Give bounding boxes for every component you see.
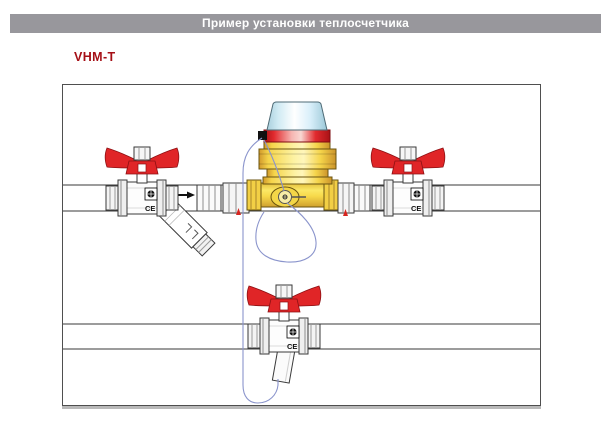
heat-meter xyxy=(246,101,339,211)
meter-base-ring xyxy=(262,176,333,185)
installation-diagram: CE xyxy=(63,101,540,404)
seal-mark-left xyxy=(236,208,241,215)
sensor-cable xyxy=(242,137,317,404)
ball-valve-supply-inlet xyxy=(104,146,180,217)
meter-register-dome xyxy=(266,101,328,131)
strainer-cap xyxy=(192,233,216,257)
ball-valve-supply-outlet xyxy=(370,146,446,217)
temperature-sensor-port xyxy=(270,186,306,208)
model-title: VHM-T xyxy=(74,50,116,64)
union-fitting-right xyxy=(337,182,371,214)
cable-gland xyxy=(258,131,267,140)
section-header-title: Пример установки теплосчетчика xyxy=(202,16,409,30)
seal-mark-right xyxy=(343,209,348,216)
sensor-pocket xyxy=(271,347,296,384)
union-fitting-left xyxy=(196,182,250,214)
meter-red-band xyxy=(263,129,331,143)
section-header: Пример установки теплосчетчика xyxy=(10,14,601,33)
ball-valve-return xyxy=(246,284,322,355)
diagram-frame: CE xyxy=(62,84,541,406)
